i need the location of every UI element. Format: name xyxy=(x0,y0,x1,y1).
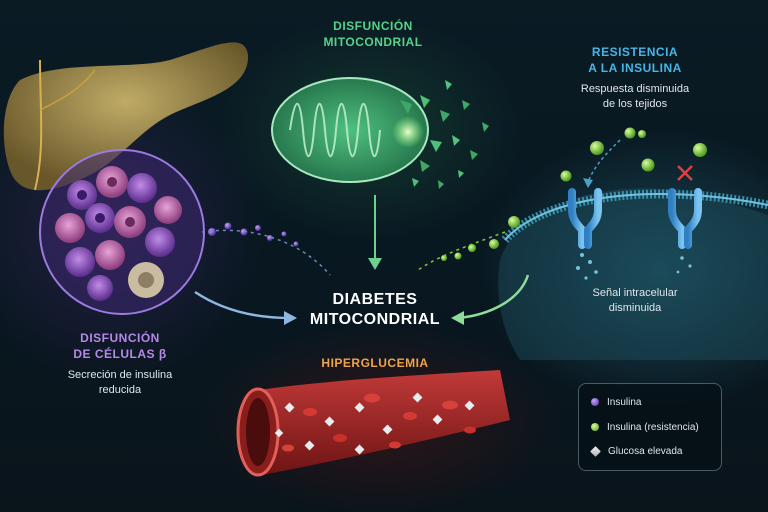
glucose-cube-icon xyxy=(590,445,601,457)
center-title: DIABETES MITOCONDRIAL xyxy=(300,290,450,330)
legend-label-glucose: Glucosa elevada xyxy=(608,445,683,457)
beta-cell-cluster xyxy=(39,149,205,315)
beta-cell-title-line2: DE CÉLULAS β xyxy=(73,347,167,361)
pancreas xyxy=(3,42,249,191)
green-dot-icon xyxy=(591,423,599,431)
blocked-x-icon xyxy=(677,165,693,181)
legend: Insulina Insulina (resistencia) Glucosa … xyxy=(578,383,722,471)
center-title-line2: MITOCONDRIAL xyxy=(309,311,441,328)
insulin-resistance-desc-line2: de los tejidos xyxy=(602,98,668,110)
hyperglycemia-title: HIPERGLUCEMIA xyxy=(321,356,429,370)
mitochondria-title-line1: DISFUNCIÓN xyxy=(333,19,413,33)
purple-dot-icon xyxy=(591,398,599,406)
insulin-particles-green xyxy=(417,127,707,271)
insulin-receptor-blocked xyxy=(668,188,702,249)
arrow-beta-to-center xyxy=(194,290,291,320)
legend-item-insulin-resistance: Insulina (resistencia) xyxy=(591,419,699,435)
insulin-resistance-title-line2: A LA INSULINA xyxy=(588,61,682,75)
insulin-resistance-title-line1: RESISTENCIA xyxy=(591,45,679,59)
insulin-particles-purple xyxy=(201,222,331,276)
signal-line1: Señal intracelular xyxy=(592,287,678,299)
beta-cell-title-line1: DISFUNCIÓN xyxy=(80,331,160,345)
beta-cell-description: Secreción de insulina reducida xyxy=(50,368,190,398)
intracellular-signal-dots xyxy=(576,253,692,280)
mitochondrion xyxy=(271,77,489,189)
blood-vessel xyxy=(236,370,510,477)
intracellular-signal-label: Señal intracelular disminuida xyxy=(570,286,700,316)
legend-label-insulin: Insulina xyxy=(607,396,642,408)
legend-item-glucose: Glucosa elevada xyxy=(590,443,683,459)
beta-cell-desc-line1: Secreción de insulina xyxy=(67,369,173,381)
center-title-line1: DIABETES xyxy=(332,291,418,308)
insulin-receptor-active xyxy=(568,188,602,249)
beta-cell-title: DISFUNCIÓN DE CÉLULAS β xyxy=(60,330,180,362)
insulin-resistance-title: RESISTENCIA A LA INSULINA xyxy=(580,44,690,76)
insulin-resistance-desc-line1: Respuesta disminuida xyxy=(580,83,690,95)
arrow-resistance-to-center xyxy=(457,274,530,320)
glucose-cubes xyxy=(274,392,475,455)
beta-cell-desc-line2: reducida xyxy=(98,384,142,396)
legend-label-insulin-resistance: Insulina (resistencia) xyxy=(607,421,699,433)
legend-item-insulin: Insulina xyxy=(591,394,641,410)
insulin-resistance-description: Respuesta disminuida de los tejidos xyxy=(565,82,705,112)
signal-line2: disminuida xyxy=(608,302,662,314)
cell-membrane xyxy=(498,188,768,360)
mitochondria-title-line2: MITOCONDRIAL xyxy=(323,35,423,49)
mitochondria-title: DISFUNCIÓN MITOCONDRIAL xyxy=(318,18,428,50)
